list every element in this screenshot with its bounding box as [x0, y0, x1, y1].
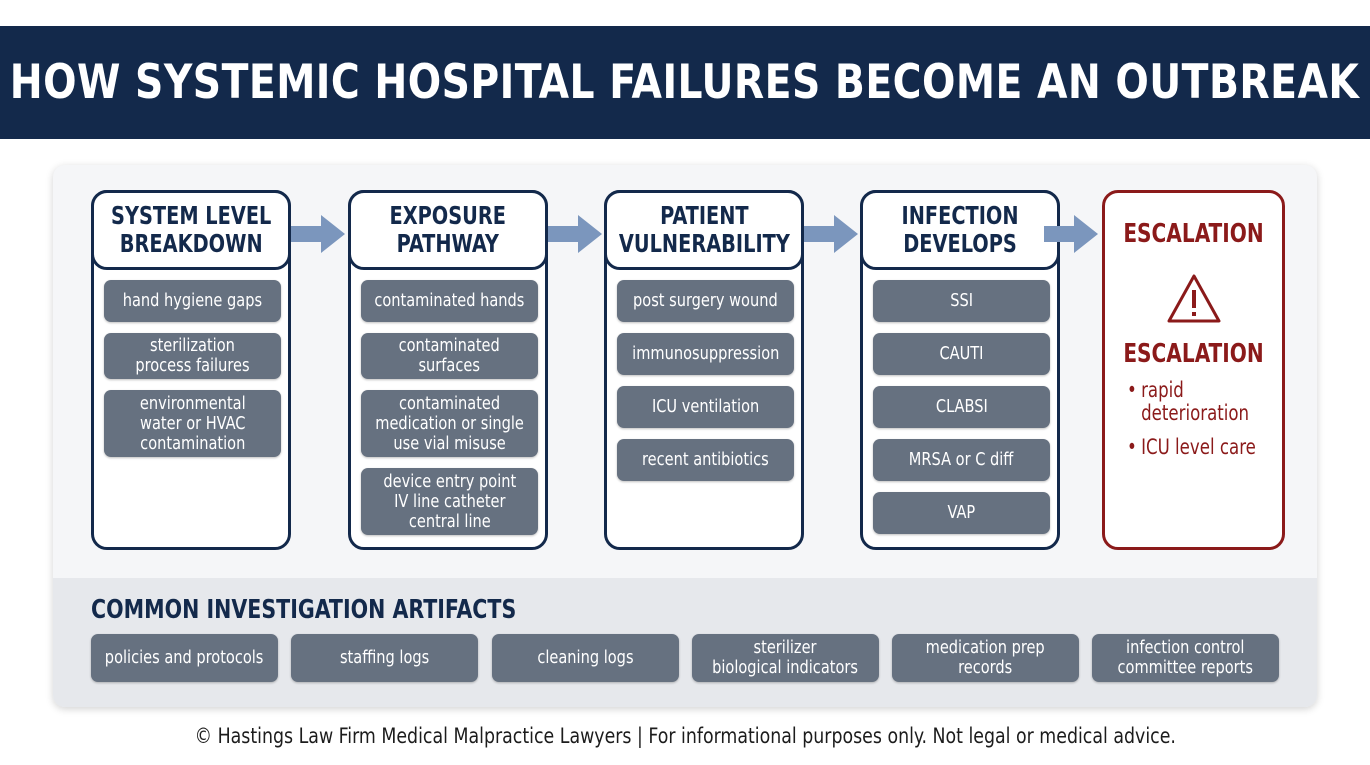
flow-arrow-icon [1044, 215, 1098, 253]
footer-disclaimer: © Hastings Law Firm Medical Malpractice … [0, 724, 1370, 748]
item-text: contaminated [398, 392, 501, 414]
flow-arrow-icon [291, 215, 345, 253]
escalation-title: ESCALATION [1123, 219, 1264, 249]
stage-item: MRSA or C diff [873, 439, 1050, 481]
item-text: infection control [1126, 637, 1245, 658]
item-text: MRSA or C diff [909, 449, 1014, 470]
item-text: ICU level care [1141, 435, 1256, 459]
item-text: sterilizer [753, 637, 818, 658]
artifact-item: cleaning logs [492, 634, 679, 682]
artifact-item: staffing logs [291, 634, 478, 682]
stage-title-line: DEVELOPS [903, 229, 1017, 258]
flow-arrow-icon [804, 215, 858, 253]
stage-exposure-pathway: EXPOSURE PATHWAY contaminated hands cont… [348, 190, 548, 550]
stage-escalation: ESCALATION ESCALATION •rapid deteriorati… [1102, 190, 1285, 550]
stage-item: CAUTI [873, 333, 1050, 375]
list-item: •rapid deterioration [1127, 379, 1256, 425]
stage-infection-develops: INFECTION DEVELOPS SSI CAUTI CLABSI MRSA… [860, 190, 1060, 550]
stage-title-line: PATHWAY [396, 229, 500, 258]
item-text: committee reports [1117, 657, 1254, 678]
item-text: medication prep [925, 637, 1046, 658]
item-text: biological indicators [712, 657, 859, 678]
item-text: use vial misuse [393, 432, 506, 454]
stage-item: VAP [873, 492, 1050, 534]
item-text: recent antibiotics [642, 449, 769, 470]
diagram-panel: SYSTEM LEVEL BREAKDOWN hand hygiene gaps… [53, 165, 1317, 707]
stage-item: post surgery wound [617, 280, 794, 322]
item-text: VAP [947, 502, 976, 523]
item-text: environmental [139, 392, 246, 414]
item-text: rapid [1141, 378, 1184, 402]
item-text: medication or single [375, 412, 524, 434]
item-text: contaminated hands [374, 290, 525, 311]
item-text: central line [408, 510, 491, 532]
item-text: staffing logs [339, 647, 430, 668]
title-banner: HOW SYSTEMIC HOSPITAL FAILURES BECOME AN… [0, 26, 1370, 139]
stage-header: INFECTION DEVELOPS [860, 190, 1060, 270]
artifacts-title: COMMON INVESTIGATION ARTIFACTS [91, 595, 517, 625]
flow-arrow-icon [548, 215, 602, 253]
stage-title-line: SYSTEM LEVEL [110, 201, 272, 230]
stage-item: ICU ventilation [617, 386, 794, 428]
item-text: surfaces [418, 355, 481, 376]
stage-item: SSI [873, 280, 1050, 322]
item-text: device entry point [383, 470, 516, 492]
stage-item: immunosuppression [617, 333, 794, 375]
stage-title-line: EXPOSURE [389, 201, 507, 230]
stage-title-line: BREAKDOWN [119, 229, 263, 258]
stage-item: CLABSI [873, 386, 1050, 428]
item-text: post surgery wound [633, 290, 778, 311]
stage-item: contaminated hands [361, 280, 538, 322]
item-text: process failures [135, 355, 250, 376]
page-title: HOW SYSTEMIC HOSPITAL FAILURES BECOME AN… [10, 55, 1360, 110]
item-text: contamination [139, 432, 246, 454]
escalation-subtitle: ESCALATION [1123, 339, 1264, 369]
stage-header: SYSTEM LEVEL BREAKDOWN [91, 190, 291, 270]
item-text: CAUTI [939, 343, 984, 364]
stage-header: PATIENT VULNERABILITY [604, 190, 804, 270]
item-text: hand hygiene gaps [122, 290, 263, 311]
stage-item: recent antibiotics [617, 439, 794, 481]
stage-title-line: VULNERABILITY [618, 229, 790, 258]
item-text: SSI [950, 290, 973, 311]
item-text: CLABSI [935, 396, 988, 417]
item-text: IV line catheter [393, 490, 506, 512]
item-text: immunosuppression [631, 343, 780, 364]
footer-text: © Hastings Law Firm Medical Malpractice … [194, 724, 1176, 748]
item-text: deterioration [1141, 401, 1250, 425]
item-text: policies and protocols [105, 647, 264, 668]
bullet: • [1127, 378, 1137, 402]
item-text: sterilization [150, 335, 235, 356]
item-text: cleaning logs [537, 647, 634, 668]
stage-patient-vulnerability: PATIENT VULNERABILITY post surgery wound… [604, 190, 804, 550]
item-text: ICU ventilation [651, 396, 760, 417]
escalation-list: •rapid deterioration •ICU level care [1127, 379, 1273, 459]
stage-system-level-breakdown: SYSTEM LEVEL BREAKDOWN hand hygiene gaps… [91, 190, 291, 550]
bullet: • [1127, 435, 1137, 459]
stage-header: EXPOSURE PATHWAY [348, 190, 548, 270]
artifact-item: policies and protocols [91, 634, 278, 682]
stage-title-line: PATIENT [659, 201, 749, 230]
stage-title-line: INFECTION [901, 201, 1019, 230]
stage-item: hand hygiene gaps [104, 280, 281, 322]
item-text: water or HVAC [139, 412, 246, 434]
item-text: contaminated [398, 335, 501, 356]
item-text: records [958, 657, 1013, 678]
list-item: •ICU level care [1127, 436, 1256, 459]
warning-triangle-icon [1167, 274, 1221, 323]
